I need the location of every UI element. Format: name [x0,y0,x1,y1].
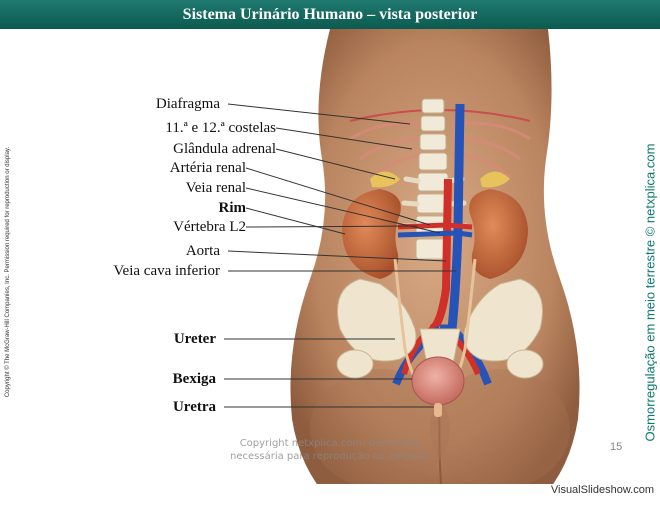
label-kidney: Rim [60,200,246,216]
urethra [434,403,442,417]
label-vena-cava: Veia cava inferior [60,263,220,279]
right-renal-vein [458,233,472,235]
label-aorta: Aorta [60,243,220,259]
label-renal-vein: Veia renal [60,180,246,196]
bottom-copyright-line2: necessária para reprodução ou exibição [230,450,430,463]
label-ureter: Ureter [60,331,216,347]
label-ribs: 11.ª e 12.ª costelas [60,120,276,136]
label-adrenal-gland: Glândula adrenal [60,141,276,157]
label-diaphragm: Diafragma [96,96,220,112]
label-vertebra-l2: Vértebra L2 [60,219,246,235]
anatomy-figure: Diafragma 11.ª e 12.ª costelas Glândula … [0,29,660,500]
left-renal-vein [398,233,458,235]
side-credit-text: Osmorregulação em meio terrestre © netxp… [643,113,658,473]
bottom-copyright: Copyright netxplica.com: permissão neces… [230,437,430,463]
label-renal-artery: Artéria renal [60,160,246,176]
left-femur-head [337,350,373,378]
watermark-text[interactable]: VisualSlideshow.com [551,484,654,496]
label-urethra: Uretra [60,399,216,415]
copyright-mcgraw-hill: Copyright © The McGraw-Hill Companies, I… [5,92,11,452]
right-renal-artery [446,225,472,227]
bottom-copyright-line1: Copyright netxplica.com: permissão [230,437,430,450]
slide-title-bar: Sistema Urinário Humano – vista posterio… [0,0,660,29]
page-number: 15 [610,441,622,453]
bladder [412,357,464,405]
right-femur-head [507,350,543,378]
slide-title: Sistema Urinário Humano – vista posterio… [183,6,478,24]
label-bladder: Bexiga [60,371,216,387]
watermark-bar: VisualSlideshow.com [0,484,660,500]
